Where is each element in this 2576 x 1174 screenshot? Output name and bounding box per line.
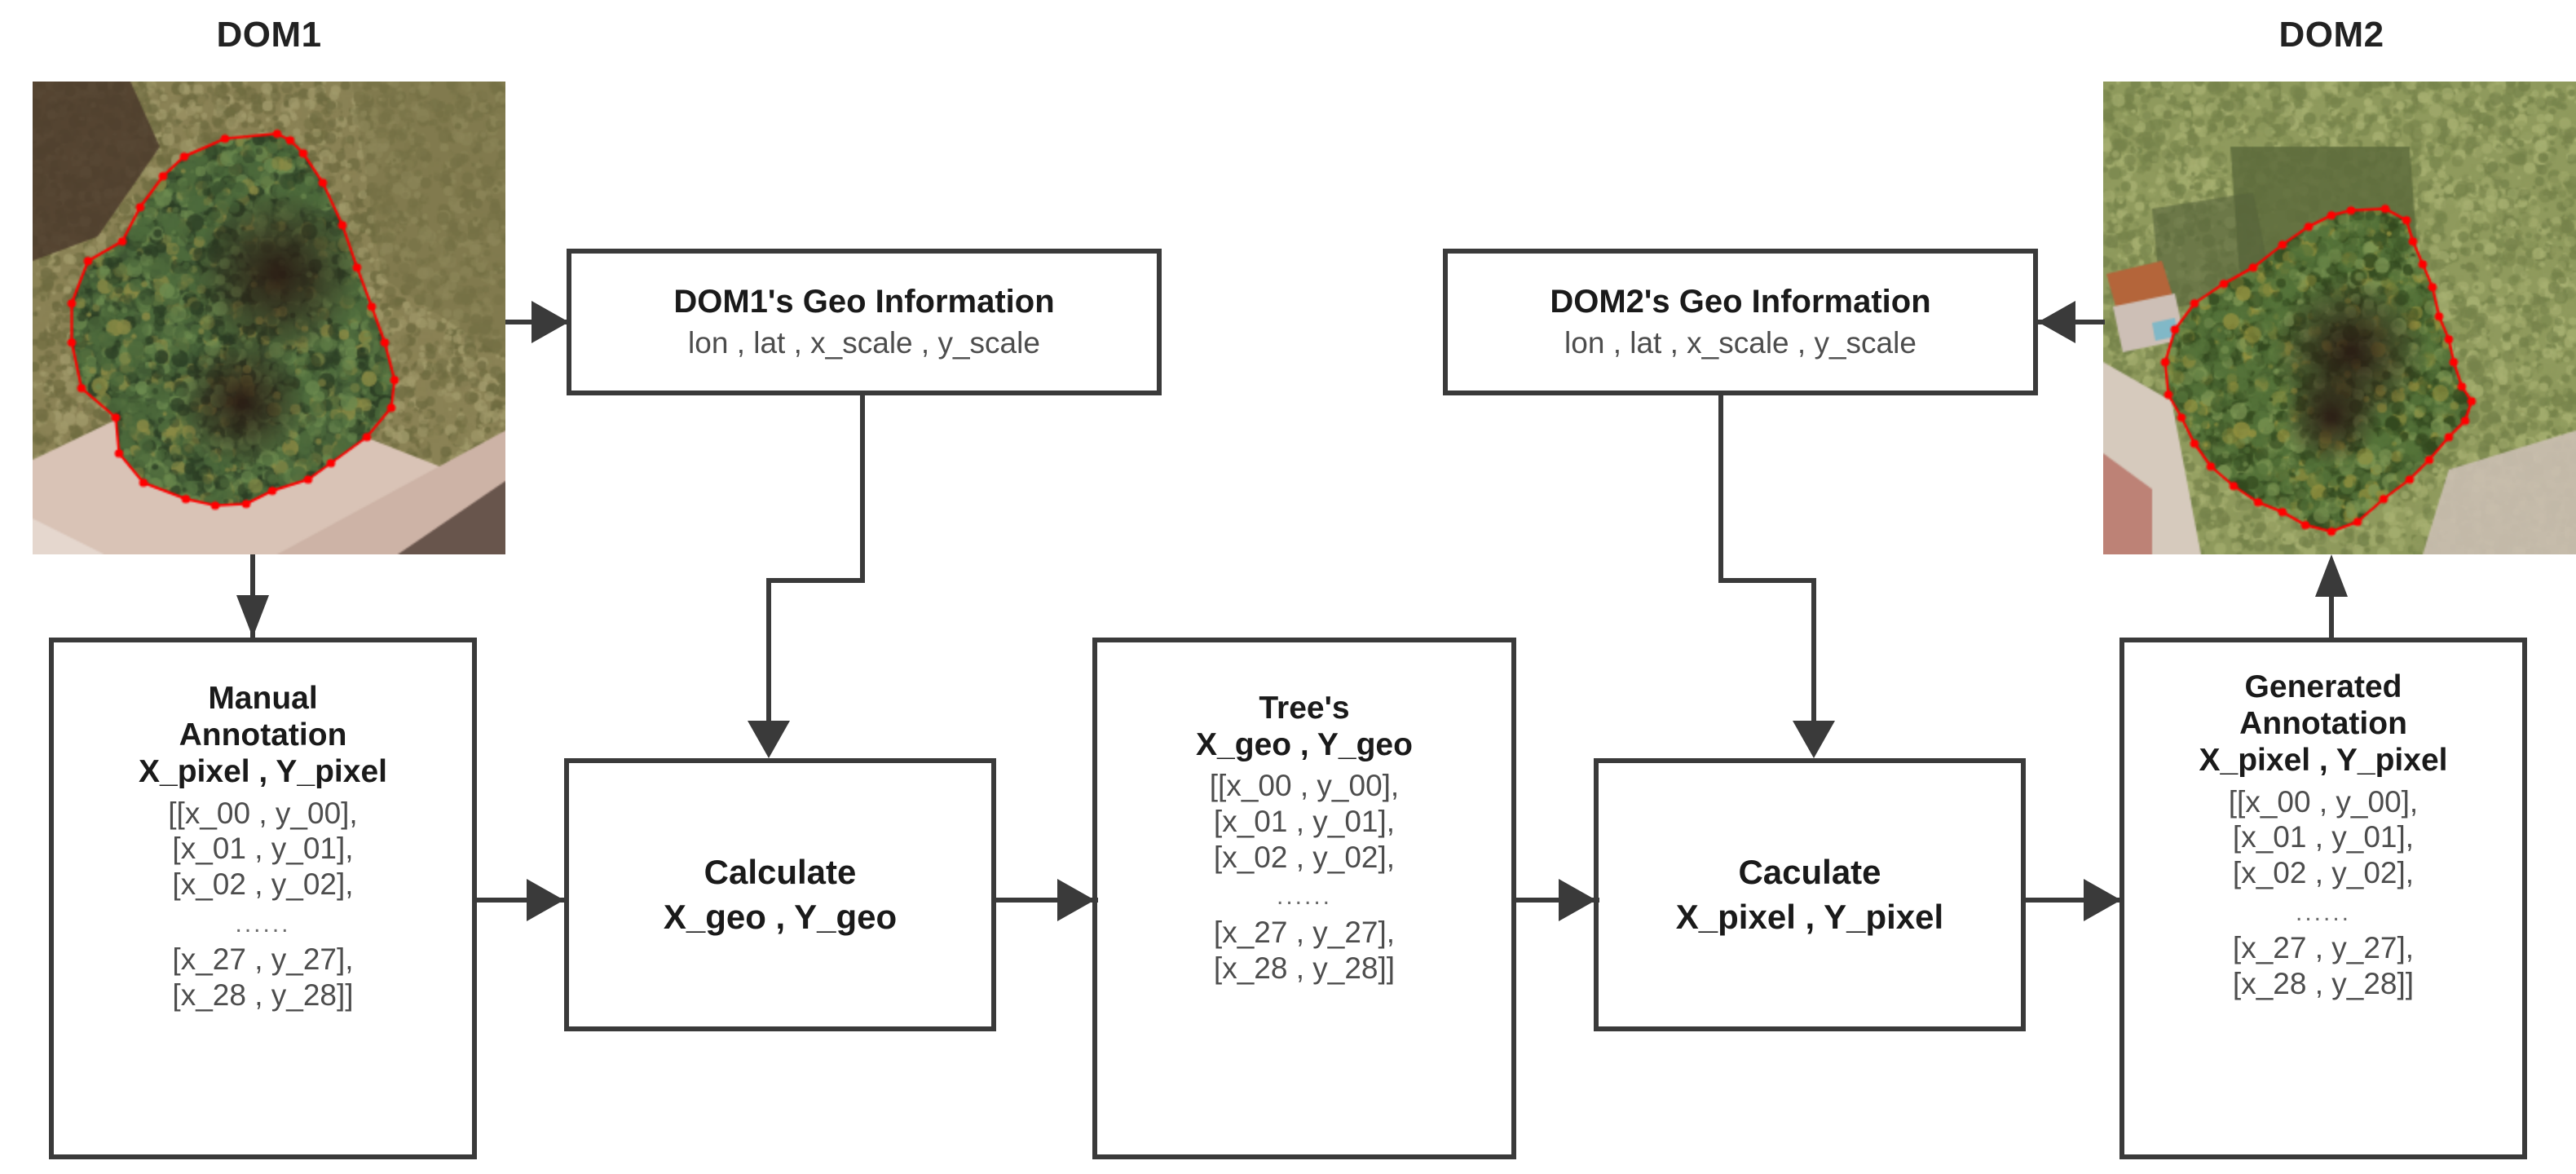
calculate-geo-line-1: Calculate bbox=[704, 852, 857, 891]
manual-annotation-line-2: Annotation bbox=[179, 717, 347, 753]
connector-tree-to-calcpixel-line bbox=[1516, 898, 1599, 903]
connector-tree-to-calcpixel-arrow bbox=[1559, 879, 1596, 921]
coord-row: [[x_00 , y_00], bbox=[2228, 784, 2419, 819]
dom2-geo-information-box: DOM2's Geo Information lon , lat , x_sca… bbox=[1443, 249, 2038, 395]
dom2-image-canvas bbox=[2103, 82, 2576, 554]
calculate-geo-box: Calculate X_geo , Y_geo bbox=[564, 758, 996, 1031]
connector-manual-to-calculate-line bbox=[477, 898, 568, 903]
coord-row: [x_27 , y_27], bbox=[2232, 931, 2415, 965]
coord-row: [x_02 , y_02], bbox=[172, 867, 354, 902]
tree-geo-line-2: X_geo , Y_geo bbox=[1196, 727, 1413, 763]
connector-calculate-to-tree-arrow bbox=[1057, 879, 1095, 921]
dom2-geo-detail: lon , lat , x_scale , y_scale bbox=[1564, 326, 1917, 360]
coord-row: [x_02 , y_02], bbox=[1213, 840, 1396, 874]
coord-row: [x_28 , y_28]] bbox=[1213, 951, 1396, 985]
connector-dom1-to-geo-arrow bbox=[532, 301, 569, 343]
coord-row: [x_28 , y_28]] bbox=[2232, 967, 2415, 1001]
connector-geo2-to-calcpixel-arrow bbox=[1793, 721, 1835, 758]
generated-annotation-box: Generated Annotation X_pixel , Y_pixel [… bbox=[2119, 638, 2527, 1159]
connector-generated-to-dom2-arrow bbox=[2315, 554, 2348, 597]
connector-geo1-elbow-v2 bbox=[766, 578, 771, 721]
dom1-caption: DOM1 bbox=[216, 15, 322, 55]
calculate-pixel-line-1: Caculate bbox=[1738, 852, 1881, 891]
generated-annotation-line-1: Generated bbox=[2244, 669, 2402, 704]
connector-generated-to-dom2-line bbox=[2329, 561, 2334, 642]
tree-geo-coord-list: [[x_00 , y_00],[x_01 , y_01],[x_02 , y_0… bbox=[1210, 768, 1399, 986]
connector-geo2-elbow-h bbox=[1718, 578, 1816, 583]
coord-row: [[x_00 , y_00], bbox=[1209, 769, 1400, 803]
coord-row: [x_01 , y_01], bbox=[2232, 820, 2415, 854]
dom1-image-canvas bbox=[33, 82, 505, 554]
connector-dom2-to-geo-arrow bbox=[2038, 301, 2075, 343]
manual-annotation-coord-list: [[x_00 , y_00],[x_01 , y_01],[x_02 , y_0… bbox=[168, 796, 357, 1013]
tree-geo-box: Tree's X_geo , Y_geo [[x_00 , y_00],[x_0… bbox=[1092, 638, 1516, 1159]
coord-row: [x_02 , y_02], bbox=[2232, 856, 2415, 890]
connector-geo1-elbow-h bbox=[766, 578, 865, 583]
calculate-pixel-line-2: X_pixel , Y_pixel bbox=[1675, 897, 1944, 936]
manual-annotation-box: Manual Annotation X_pixel , Y_pixel [[x_… bbox=[49, 638, 477, 1159]
connector-manual-to-calculate-arrow bbox=[527, 879, 564, 921]
dom2-orthophoto bbox=[2103, 82, 2576, 554]
coord-row: [x_01 , y_01], bbox=[172, 832, 354, 866]
coord-row: [x_27 , y_27], bbox=[1213, 916, 1396, 950]
coord-row: [x_01 , y_01], bbox=[1213, 805, 1396, 839]
dom1-orthophoto bbox=[33, 82, 505, 554]
connector-calcpixel-to-generated-line bbox=[2026, 898, 2124, 903]
manual-annotation-line-1: Manual bbox=[208, 681, 318, 716]
connector-geo2-elbow-v2 bbox=[1811, 578, 1816, 721]
manual-annotation-line-3: X_pixel , Y_pixel bbox=[139, 754, 387, 790]
dom2-caption: DOM2 bbox=[2278, 15, 2384, 55]
connector-geo2-elbow-v1 bbox=[1718, 395, 1723, 583]
calculate-pixel-box: Caculate X_pixel , Y_pixel bbox=[1594, 758, 2026, 1031]
coord-row: ...... bbox=[1276, 883, 1332, 911]
coord-row: [[x_00 , y_00], bbox=[168, 796, 358, 830]
connector-calcpixel-to-generated-arrow bbox=[2084, 879, 2121, 921]
generated-annotation-line-3: X_pixel , Y_pixel bbox=[2199, 743, 2448, 779]
connector-calculate-to-tree-line bbox=[996, 898, 1098, 903]
connector-dom1-to-manual-arrow bbox=[236, 595, 269, 638]
dom1-geo-title: DOM1's Geo Information bbox=[673, 283, 1055, 320]
coord-row: [x_27 , y_27], bbox=[172, 942, 354, 977]
tree-geo-line-1: Tree's bbox=[1259, 691, 1350, 726]
connector-geo1-to-calculate-arrow bbox=[748, 721, 790, 758]
coord-row: ...... bbox=[235, 910, 291, 938]
generated-annotation-coord-list: [[x_00 , y_00],[x_01 , y_01],[x_02 , y_0… bbox=[2229, 784, 2418, 1002]
connector-geo1-elbow-v1 bbox=[860, 395, 865, 583]
calculate-geo-line-2: X_geo , Y_geo bbox=[663, 897, 898, 936]
dom2-geo-title: DOM2's Geo Information bbox=[1550, 283, 1931, 320]
generated-annotation-line-2: Annotation bbox=[2239, 706, 2407, 742]
dom1-geo-detail: lon , lat , x_scale , y_scale bbox=[688, 326, 1040, 360]
coord-row: [x_28 , y_28]] bbox=[172, 978, 354, 1013]
coord-row: ...... bbox=[2295, 898, 2351, 926]
dom1-geo-information-box: DOM1's Geo Information lon , lat , x_sca… bbox=[567, 249, 1162, 395]
